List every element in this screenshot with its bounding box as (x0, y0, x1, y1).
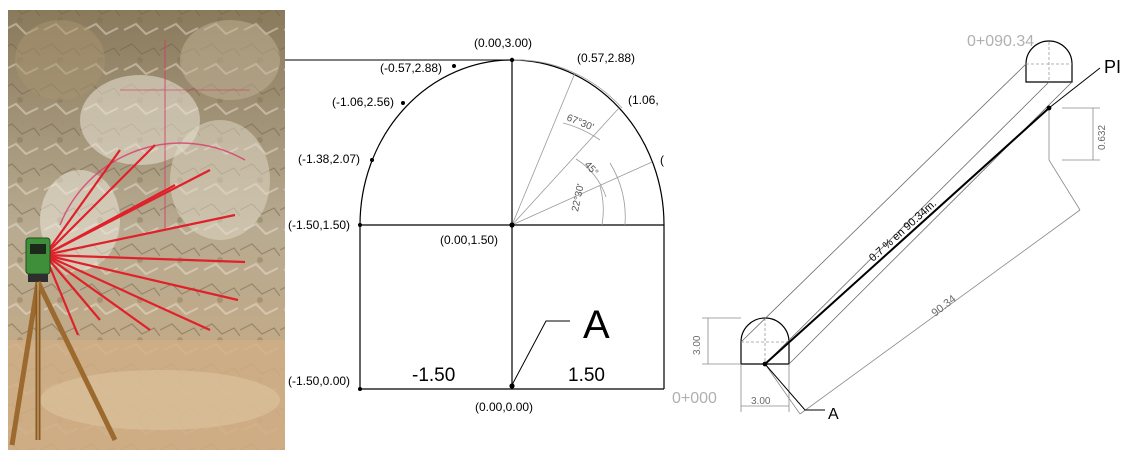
start-portal (740, 317, 790, 365)
width-left-label: -1.50 (412, 365, 455, 386)
label-springline-left: (-1.50,1.50) (288, 218, 350, 232)
label-crown: (0.00,3.00) (474, 36, 532, 50)
survey-total-station-icon (9, 237, 118, 446)
laser-rays (43, 144, 246, 336)
label-center: (0.00,1.50) (440, 233, 498, 247)
height-label: 3.00 (692, 335, 703, 355)
label-p057-288: (0.57,2.88) (577, 51, 635, 65)
station-end-label: 0+090.34 (967, 33, 1034, 50)
label-p-106-256: (-1.06,2.56) (332, 95, 394, 109)
label-base-center: (0.00,0.00) (475, 400, 533, 414)
profile-markers (762, 105, 1052, 367)
slope-line (764, 107, 1050, 365)
width-label: 3.00 (751, 396, 771, 407)
tunnel-section-drawing (285, 59, 665, 390)
tunnel-envelope (740, 63, 1073, 365)
tunnel-face-photo (8, 10, 285, 450)
label-p-057-288: (-0.57,2.88) (380, 61, 442, 75)
angle-label-45: 45° (582, 160, 600, 179)
label-p138-right: ( (660, 153, 664, 167)
angle-label-67: 67°30' (565, 113, 595, 134)
point-a-label: A (583, 303, 610, 347)
tunnel-profile-drawing (702, 40, 1101, 415)
label-base-left: (-1.50,0.00) (288, 374, 350, 388)
pi-leader (1048, 67, 1101, 109)
angle-label-22: 22°30' (570, 183, 587, 213)
station-start-label: 0+000 (672, 390, 717, 407)
profile-a-leader (764, 363, 825, 411)
label-p-138-207: (-1.38,2.07) (298, 152, 360, 166)
length-label: 90.34 (929, 293, 958, 319)
label-p106: (1.06, (628, 93, 659, 107)
profile-point-a-label: A (828, 406, 839, 423)
end-portal (1025, 40, 1073, 83)
rise-label: 0.632 (1097, 125, 1108, 150)
point-a-leader (511, 320, 570, 386)
width-right-label: 1.50 (568, 365, 605, 386)
radial-lines (511, 59, 653, 226)
slope-label: 0.7 % en 90.34m. (867, 198, 939, 265)
pi-label: PI (1104, 57, 1121, 77)
section-point-markers (358, 57, 515, 391)
